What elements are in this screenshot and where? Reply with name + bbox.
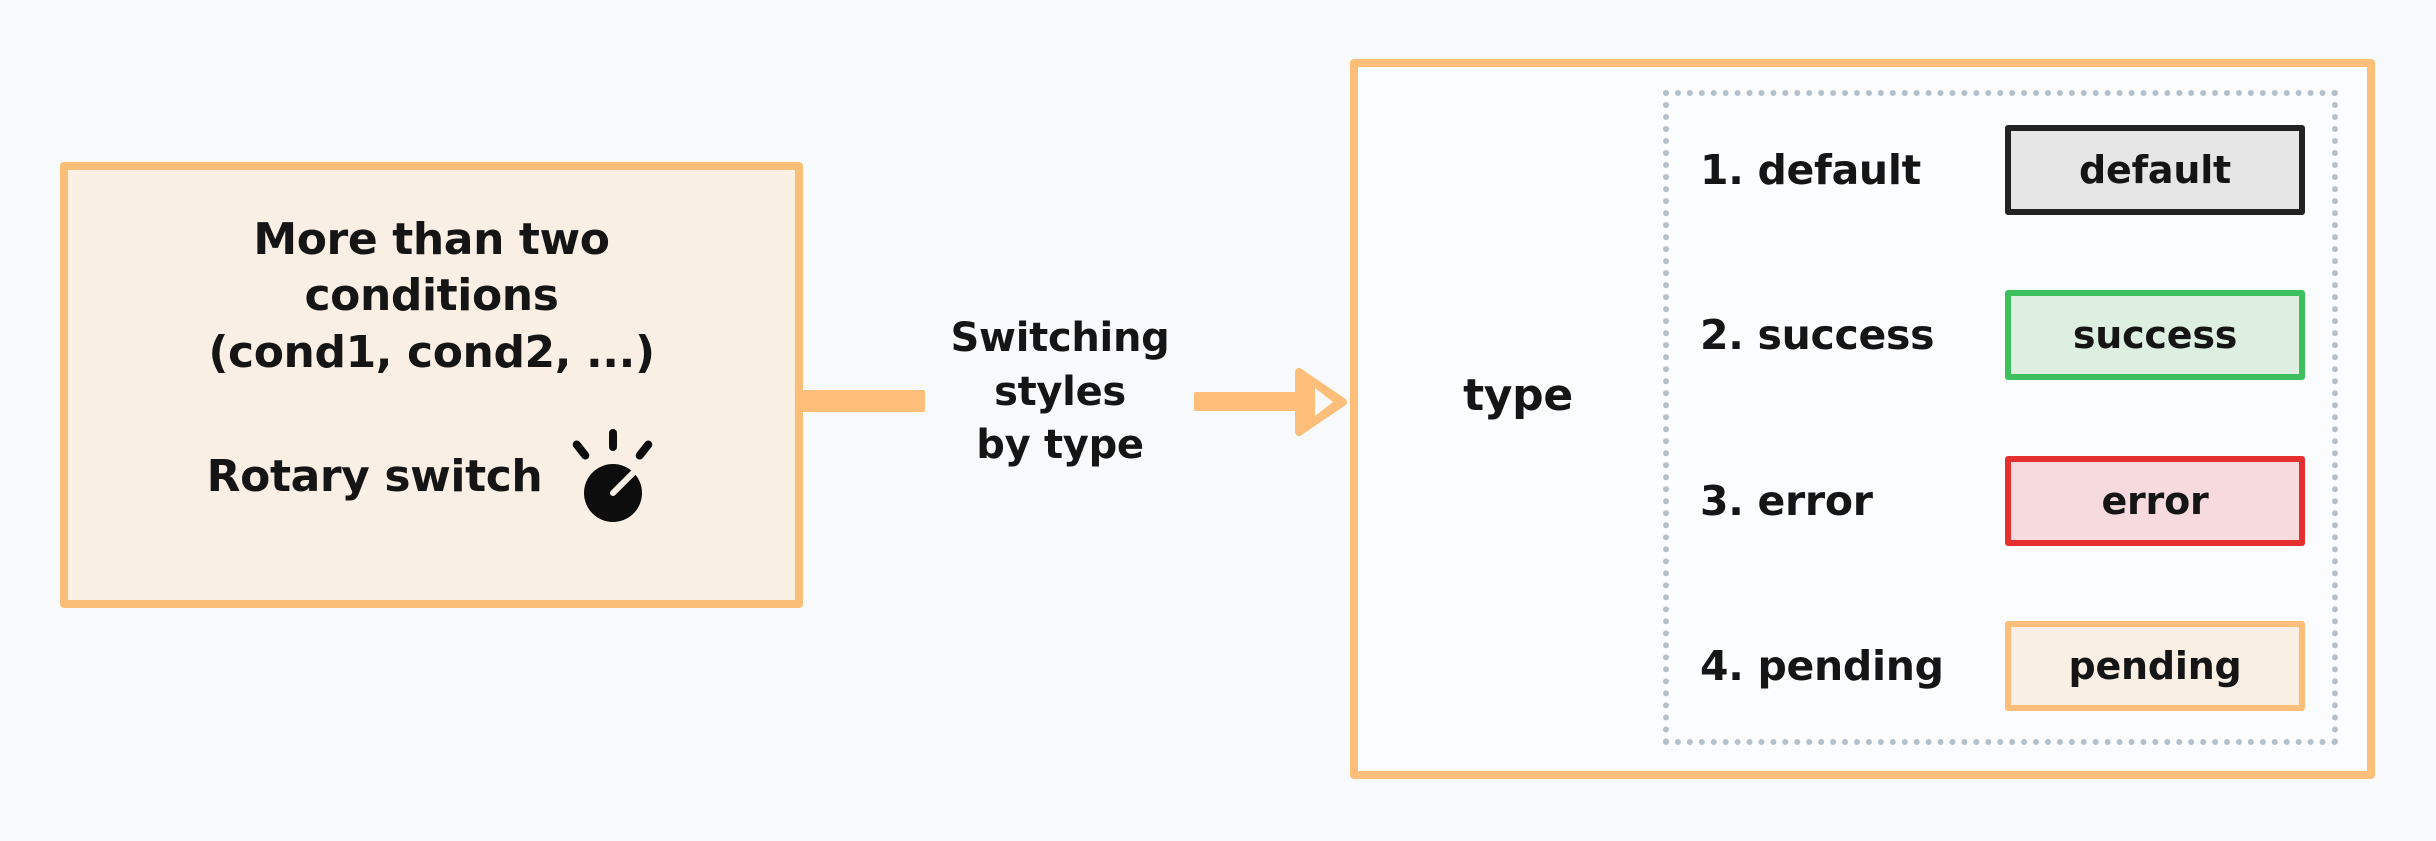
list-item: 4. pending pending [1700, 614, 2305, 718]
list-item: 1. default default [1700, 118, 2305, 222]
variants-dotted-panel [1663, 90, 2338, 745]
connector-label: Switching styles by type [950, 315, 1170, 469]
condition-source-card: More than two conditions (cond1, cond2, … [60, 162, 803, 608]
chip-pending[interactable]: pending [2005, 620, 2305, 711]
chip-error[interactable]: error [2005, 455, 2305, 546]
chip-default[interactable]: default [2005, 125, 2305, 215]
rotary-switch-label: Rotary switch [206, 451, 543, 503]
rotary-switch-icon [568, 428, 656, 525]
list-item: 2. success success [1700, 283, 2305, 387]
variant-row-list: 1. default default 2. success success 3.… [1700, 118, 2305, 718]
condition-source-title: More than two conditions (cond1, cond2, … [208, 214, 655, 378]
variant-label-default: 1. default [1700, 146, 1921, 194]
variant-label-pending: 4. pending [1700, 641, 1944, 690]
variant-label-success: 2. success [1700, 311, 1935, 360]
chip-success[interactable]: success [2005, 290, 2305, 381]
type-prop-label: type [1463, 370, 1573, 421]
variant-label-error: 3. error [1700, 476, 1873, 525]
arrow-right-icon [1295, 368, 1347, 436]
rotary-switch-row: Rotary switch [206, 428, 657, 525]
connector-line-left [805, 390, 925, 412]
list-item: 3. error error [1700, 449, 2305, 553]
